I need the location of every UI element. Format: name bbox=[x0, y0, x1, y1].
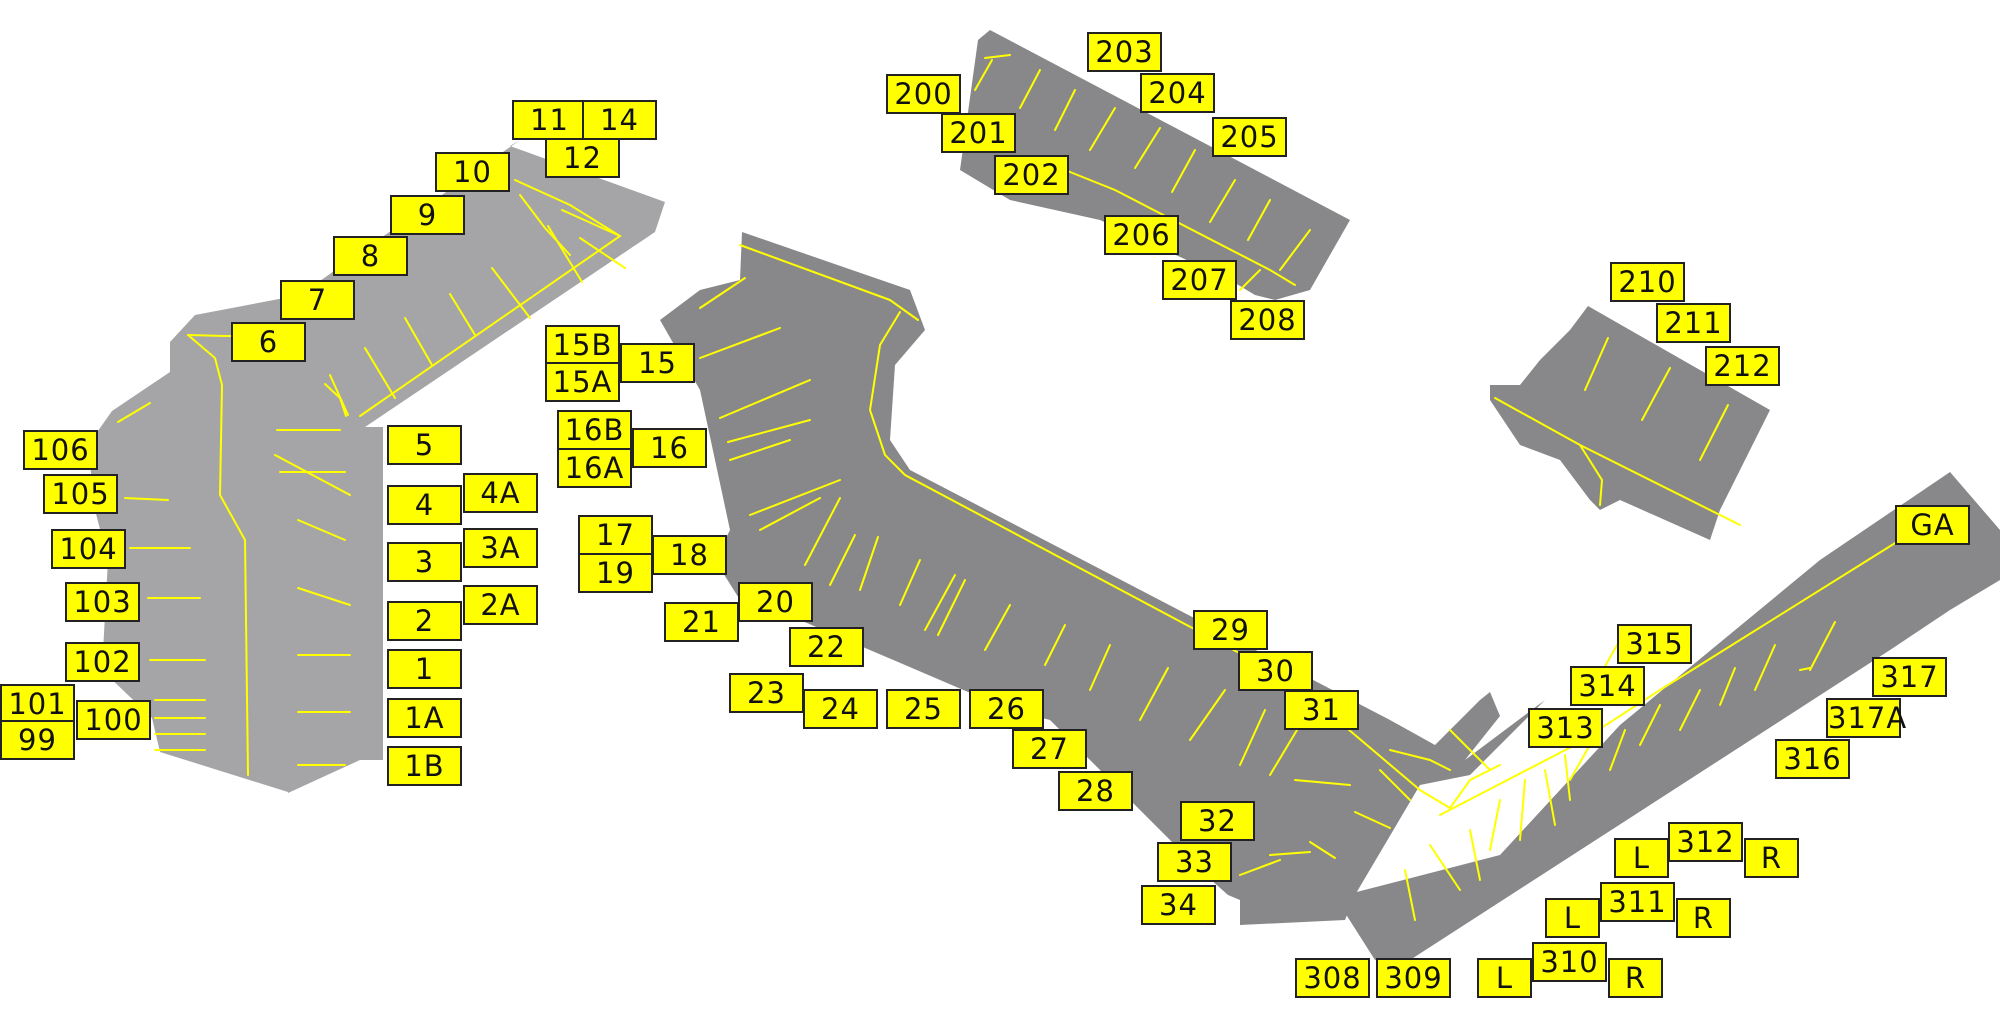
east-apron bbox=[1490, 306, 1770, 540]
stand-label-2: 2 bbox=[387, 601, 462, 641]
stand-label-101: 101 bbox=[0, 684, 75, 724]
stand-label-1: 1 bbox=[387, 649, 462, 689]
stand-label-308: 308 bbox=[1295, 958, 1370, 998]
stand-label-3a: 3A bbox=[463, 528, 538, 568]
stand-label-27: 27 bbox=[1012, 729, 1087, 769]
stand-label-311-r: R bbox=[1676, 898, 1731, 938]
stand-label-5: 5 bbox=[387, 425, 462, 465]
stand-label-6: 6 bbox=[231, 322, 306, 362]
stand-label-26: 26 bbox=[969, 689, 1044, 729]
stand-label-20: 20 bbox=[738, 582, 813, 622]
stand-label-21: 21 bbox=[664, 602, 739, 642]
stand-label-9: 9 bbox=[390, 195, 465, 235]
stand-label-316: 316 bbox=[1775, 739, 1850, 779]
stand-label-311-l: L bbox=[1545, 898, 1600, 938]
stand-label-23: 23 bbox=[729, 673, 804, 713]
stand-label-200: 200 bbox=[886, 74, 961, 114]
stand-label-310-l: L bbox=[1477, 958, 1532, 998]
stand-label-205: 205 bbox=[1212, 117, 1287, 157]
stand-label-311: 311 bbox=[1600, 882, 1675, 922]
stand-label-310: 310 bbox=[1532, 942, 1607, 982]
stand-label-15b: 15B bbox=[545, 325, 620, 365]
central-apron bbox=[660, 232, 1545, 925]
stand-label-12: 12 bbox=[545, 138, 620, 178]
stand-label-16b: 16B bbox=[557, 410, 632, 450]
stand-label-203: 203 bbox=[1087, 32, 1162, 72]
stand-label-103: 103 bbox=[65, 582, 140, 622]
stand-label-33: 33 bbox=[1157, 842, 1232, 882]
stand-label-309: 309 bbox=[1376, 958, 1451, 998]
stand-label-4a: 4A bbox=[463, 473, 538, 513]
stand-label-1b: 1B bbox=[387, 746, 462, 786]
stand-label-4: 4 bbox=[387, 485, 462, 525]
stand-label-2a: 2A bbox=[463, 585, 538, 625]
stand-label-210: 210 bbox=[1610, 262, 1685, 302]
stand-label-19: 19 bbox=[578, 553, 653, 593]
stand-label-315: 315 bbox=[1617, 624, 1692, 664]
stand-label-204: 204 bbox=[1140, 73, 1215, 113]
stand-label-3: 3 bbox=[387, 542, 462, 582]
stand-label-11: 11 bbox=[512, 100, 587, 140]
stand-label-202: 202 bbox=[994, 155, 1069, 195]
stand-label-310-r: R bbox=[1608, 958, 1663, 998]
stand-label-22: 22 bbox=[789, 627, 864, 667]
stand-label-317: 317 bbox=[1872, 657, 1947, 697]
stand-label-312-l: L bbox=[1614, 838, 1669, 878]
stand-label-28: 28 bbox=[1058, 771, 1133, 811]
stand-label-206: 206 bbox=[1104, 215, 1179, 255]
stand-label-29: 29 bbox=[1193, 610, 1268, 650]
stand-label-34: 34 bbox=[1141, 885, 1216, 925]
stand-label-30: 30 bbox=[1238, 651, 1313, 691]
stand-label-1a: 1A bbox=[387, 698, 462, 738]
stand-label-16a: 16A bbox=[557, 448, 632, 488]
stand-label-16: 16 bbox=[632, 428, 707, 468]
stand-label-7: 7 bbox=[280, 280, 355, 320]
stand-label-18: 18 bbox=[652, 535, 727, 575]
stand-label-104: 104 bbox=[51, 529, 126, 569]
stand-label-32: 32 bbox=[1180, 801, 1255, 841]
stand-label-10: 10 bbox=[435, 152, 510, 192]
stand-label-8: 8 bbox=[333, 236, 408, 276]
stand-label-312: 312 bbox=[1668, 822, 1743, 862]
stand-label-100: 100 bbox=[76, 700, 151, 740]
stand-label-207: 207 bbox=[1162, 260, 1237, 300]
stand-label-99: 99 bbox=[0, 720, 75, 760]
stand-label-211: 211 bbox=[1656, 303, 1731, 343]
stand-label-105: 105 bbox=[43, 474, 118, 514]
stand-label-102: 102 bbox=[65, 642, 140, 682]
south-east-apron bbox=[1340, 472, 2000, 960]
stand-label-15a: 15A bbox=[545, 362, 620, 402]
stand-label-106: 106 bbox=[23, 430, 98, 470]
stand-label-212: 212 bbox=[1705, 346, 1780, 386]
stand-label-17: 17 bbox=[578, 515, 653, 555]
stand-label-317a: 317A bbox=[1826, 698, 1906, 738]
stand-label-25: 25 bbox=[886, 689, 961, 729]
stand-label-313: 313 bbox=[1528, 708, 1603, 748]
stand-label-31: 31 bbox=[1284, 690, 1359, 730]
stand-label-208: 208 bbox=[1230, 300, 1305, 340]
stand-label-ga: GA bbox=[1895, 505, 1970, 545]
stand-label-314: 314 bbox=[1570, 666, 1645, 706]
stand-label-24: 24 bbox=[803, 689, 878, 729]
west-apron bbox=[88, 140, 665, 793]
stand-label-15: 15 bbox=[620, 343, 695, 383]
stand-label-14: 14 bbox=[582, 100, 657, 140]
stand-label-312-r: R bbox=[1744, 838, 1799, 878]
stand-label-201: 201 bbox=[941, 113, 1016, 153]
apron-markings bbox=[117, 54, 1901, 921]
